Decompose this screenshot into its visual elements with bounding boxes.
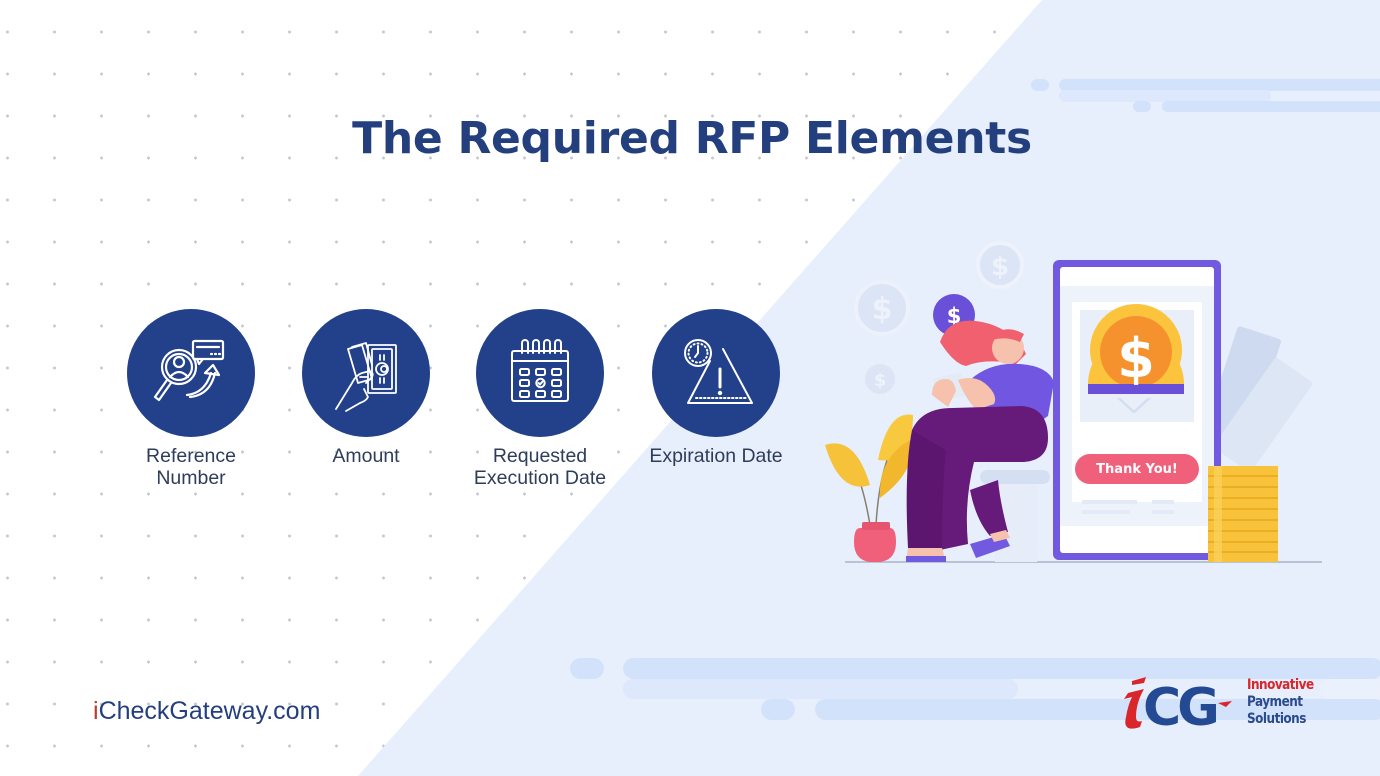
calendar-check-icon <box>511 339 569 402</box>
element-label: Requested Execution Date <box>450 445 630 489</box>
stool <box>980 470 1050 484</box>
clock-warning-icon <box>684 339 753 404</box>
decor-pill <box>815 699 1380 720</box>
potted-plant <box>825 414 913 562</box>
website-url[interactable]: iCheckGateway.com <box>93 697 320 726</box>
decor-pill <box>570 658 604 679</box>
banknotes <box>1204 326 1313 473</box>
element-label: Amount <box>276 445 456 467</box>
svg-text:$: $ <box>1117 327 1155 390</box>
label-line-2: Number <box>156 467 226 489</box>
icon-circle <box>127 309 255 437</box>
faded-dollar-icon: $ <box>976 241 1024 289</box>
svg-text:$: $ <box>991 252 1009 282</box>
slide-title: The Required RFP Elements <box>352 113 1032 164</box>
coin-stack <box>1208 466 1278 562</box>
svg-text:$: $ <box>947 304 962 328</box>
tagline-line-2: Payment <box>1247 694 1303 710</box>
logo-tagline: Innovative Payment Solutions <box>1247 677 1314 728</box>
thank-you-button: Thank You! <box>1075 454 1199 484</box>
decor-pill <box>1133 101 1151 112</box>
decor-pill <box>1059 79 1380 91</box>
icon-circle <box>652 309 780 437</box>
decor-pill <box>1320 679 1380 699</box>
svg-text:$: $ <box>874 370 887 391</box>
icon-circle <box>302 309 430 437</box>
decor-pill <box>623 658 1380 679</box>
faded-dollar-icon: $ <box>865 364 895 394</box>
magnifier-person-icon <box>153 339 225 402</box>
label-line-2: Execution Date <box>473 467 607 489</box>
website-url-rest: CheckGateway.com <box>98 697 321 725</box>
smartphone: $ <box>1053 260 1221 560</box>
payment-illustration: $ $ $ $ <box>820 230 1340 570</box>
tagline-line-1: Innovative <box>1247 677 1314 693</box>
decor-pill <box>1059 90 1271 102</box>
website-url-prefix: i <box>93 697 99 725</box>
icon-circle <box>476 309 604 437</box>
element-label: Reference Number <box>101 445 281 489</box>
hand-cash-icon <box>335 342 397 412</box>
element-label: Expiration Date <box>626 445 806 467</box>
faded-dollar-icon: $ <box>854 280 910 336</box>
decor-pill <box>1162 101 1380 112</box>
label-line-1: Reference <box>146 445 236 467</box>
svg-text:$: $ <box>872 292 893 327</box>
icg-logo: CG Innovative Payment Solutions <box>1118 675 1328 738</box>
rfp-element-requested-execution-date: Requested Execution Date <box>450 309 630 489</box>
tagline-line-3: Solutions <box>1247 711 1306 727</box>
icg-logo-mark: CG <box>1124 677 1232 738</box>
label-line-1: Amount <box>332 445 400 467</box>
rfp-element-amount: Amount <box>276 309 456 467</box>
label-line-1: Requested <box>492 445 588 467</box>
decor-pill <box>1031 79 1049 91</box>
decor-pill <box>623 679 1018 699</box>
svg-text:CG: CG <box>1143 678 1216 735</box>
rfp-element-expiration-date: Expiration Date <box>626 309 806 467</box>
decor-pill <box>761 699 795 720</box>
label-line-1: Expiration Date <box>649 445 783 467</box>
rfp-element-reference-number: Reference Number <box>101 309 281 489</box>
woman-figure <box>906 320 1054 562</box>
